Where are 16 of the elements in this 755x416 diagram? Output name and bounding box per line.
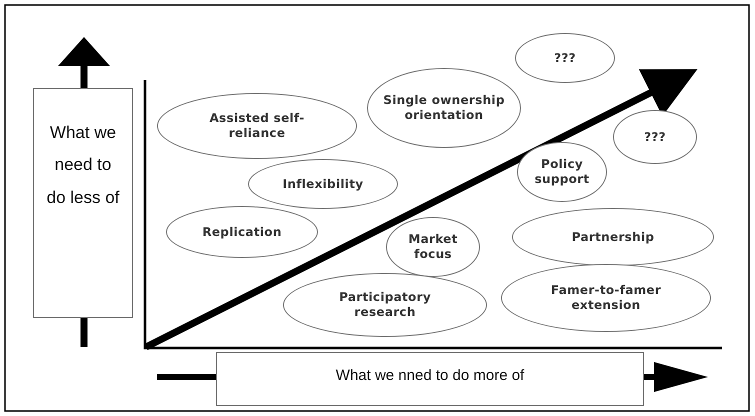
node-label: Assisted self-reliance [208,111,306,141]
node-label: Policy support [534,157,590,187]
axis-label-box [33,88,133,318]
node-label: Single ownership orientation [382,93,506,123]
node-label: Inflexibility [282,176,364,192]
node-label: Partnership [572,230,654,244]
node-label: Famer-to-famer extension [550,283,662,313]
practice-ellipse [386,217,480,277]
node-label: Market focus [407,232,459,262]
node-label: Participatory research [338,290,432,320]
node-label: ??? [554,50,576,66]
node-label: What we nned to do more of [336,367,524,386]
node-label: Replication [202,224,282,240]
axis-label-box [216,352,644,406]
node-label: ??? [644,130,666,144]
node-label: What we need to do less of [46,122,120,209]
